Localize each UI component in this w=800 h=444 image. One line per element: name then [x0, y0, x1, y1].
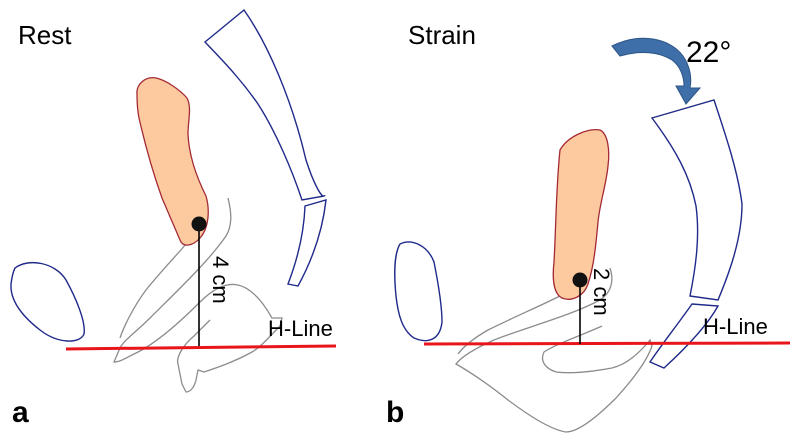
- panel-a-letter: a: [12, 396, 29, 429]
- panel-rest: Rest H-Line 4 cm a: [10, 8, 337, 429]
- panel-b-bladder: [552, 129, 610, 300]
- panel-a-sacrum-lower: [287, 199, 327, 287]
- panel-b-h-line: [423, 341, 791, 346]
- panel-b-vaginal-outline: [455, 267, 653, 433]
- panel-b-pubic-bone: [394, 241, 443, 342]
- panel-strain: Strain 22° H-Line 2 cm b: [386, 20, 791, 433]
- panel-a-state-label: Rest: [18, 20, 72, 50]
- panel-b-urethra-outline: [457, 295, 561, 355]
- panel-a-bladder-neck-point: [191, 216, 207, 232]
- panel-a-h-line: [65, 344, 337, 351]
- panel-a-h-line-label: H-Line: [268, 316, 333, 341]
- panel-b-state-label: Strain: [408, 20, 476, 50]
- panel-a-vaginal-outline: [113, 197, 283, 393]
- panel-b-rotation-label: 22°: [686, 36, 731, 69]
- panel-b-letter: b: [386, 396, 404, 429]
- panel-b-sacrum-lower: [648, 303, 720, 369]
- panel-b-h-line-label: H-Line: [703, 314, 768, 339]
- rotation-arrow-icon: [611, 37, 702, 105]
- panel-b-distance-label: 2 cm: [589, 268, 614, 316]
- panel-a-bladder: [136, 77, 209, 246]
- panel-a-pubic-bone: [10, 261, 85, 342]
- panel-b-bladder-neck-point: [572, 272, 588, 288]
- panel-a-distance-label: 4 cm: [208, 256, 233, 304]
- panel-a-sacrum-upper: [203, 8, 327, 201]
- panel-b-sacrum-upper: [650, 99, 743, 301]
- panel-a-urethra-outline: [119, 243, 187, 339]
